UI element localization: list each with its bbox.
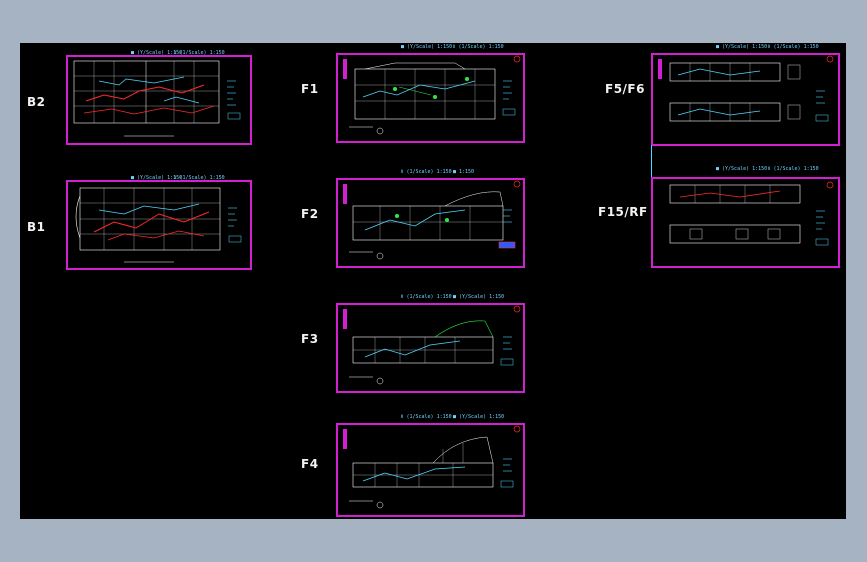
sheet-frame [336,303,525,393]
floor-label-b1: B1 [27,220,46,234]
sheet-f4[interactable]: Ⅱ (1/Scale) 1:150 ■ (Y/Scale) 1:150 [335,415,526,519]
floor-label-b2: B2 [27,95,46,109]
floor-label-f4: F4 [301,457,319,471]
frame-connector-line [651,145,652,177]
sheet-caption: Ⅱ (1/Scale) 1:150 [768,166,819,172]
floor-plan-b1 [75,187,242,263]
sheet-caption: ■ (Y/Scale) 1:150 [131,50,183,56]
sheet-caption: ■ (Y/Scale) 1:150 [401,44,453,50]
sheet-caption: ■ (Y/Scale) 1:150 [453,294,505,300]
sheet-f5-f6[interactable]: ■ (Y/Scale) 1:150 Ⅱ (1/Scale) 1:150 [650,45,841,148]
sheet-f15-rf[interactable]: ■ (Y/Scale) 1:150 Ⅱ (1/Scale) 1:150 [650,167,841,270]
sheet-caption: ■ (Y/Scale) 1:150 [453,414,505,420]
sheet-b1[interactable]: ■ (Y/Scale) 1:150 Ⅱ (1/Scale) 1:150 [64,176,254,273]
floor-label-f1: F1 [301,82,319,96]
sheet-frame [336,178,525,268]
sheet-caption: Ⅱ (1/Scale) 1:150 [768,44,819,50]
sheet-f1[interactable]: ■ (Y/Scale) 1:150 Ⅱ (1/Scale) 1:150 [335,45,526,144]
floor-label-f3: F3 [301,332,319,346]
sheet-caption: ■ (Y/Scale) 1:150 [716,44,768,50]
sheet-b2[interactable]: ■ (Y/Scale) 1:150 Ⅱ (1/Scale) 1:150 [64,51,254,148]
cad-drawing-canvas[interactable]: B2 B1 F1 F2 F3 F4 F5/F6 F15/RF ■ (Y/Scal… [20,43,846,519]
floor-plan-f3 [343,305,521,385]
sheet-frame [336,53,525,143]
floor-label-f2: F2 [301,207,319,221]
sheet-frame [66,55,252,145]
sheet-caption: ■ 1:150 [453,169,475,175]
sheet-caption: Ⅱ (1/Scale) 1:150 [401,414,452,420]
sheet-frame [651,53,840,146]
sheet-frame [336,423,525,517]
floor-plan-f2 [343,180,521,260]
sheet-caption: Ⅱ (1/Scale) 1:150 [453,44,504,50]
floor-label-f5-f6: F5/F6 [605,82,645,96]
floor-plan-f15-rf [669,181,834,246]
sheet-f2[interactable]: Ⅱ (1/Scale) 1:150 ■ 1:150 [335,170,526,269]
sheet-caption: Ⅱ (1/Scale) 1:150 [174,50,225,56]
floor-plan-f4 [343,425,521,509]
sheet-caption: ■ (Y/Scale) 1:150 [716,166,768,172]
floor-label-f15-rf: F15/RF [598,205,648,219]
sheet-frame [651,177,840,268]
sheet-frame [66,180,252,270]
floor-plan-f1 [343,55,521,135]
sheet-caption: Ⅱ (1/Scale) 1:150 [401,169,452,175]
sheet-caption: Ⅱ (1/Scale) 1:150 [174,175,225,181]
sheet-f3[interactable]: Ⅱ (1/Scale) 1:150 ■ (Y/Scale) 1:150 [335,295,526,394]
floor-plan-f5-f6 [658,55,834,122]
sheet-caption: ■ (Y/Scale) 1:150 [131,175,183,181]
sheet-caption: Ⅱ (1/Scale) 1:150 [401,294,452,300]
floor-plan-b2 [73,60,241,137]
